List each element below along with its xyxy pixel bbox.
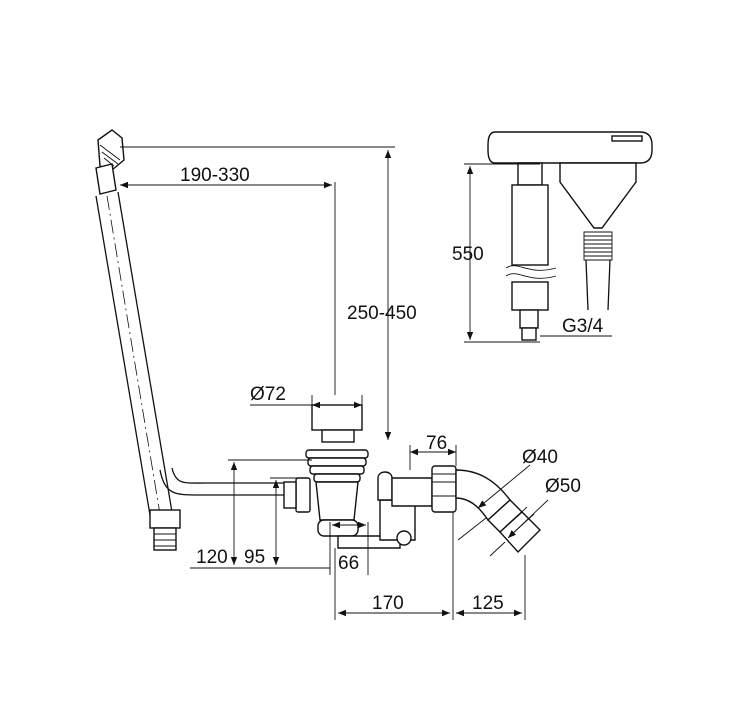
- dim-length-125: 125: [472, 593, 504, 614]
- dim-diameter-50: Ø50: [545, 476, 581, 497]
- dim-thread: G3/4: [562, 316, 604, 337]
- dim-length-170: 170: [372, 593, 404, 614]
- waste-siphon: [283, 404, 416, 549]
- inset-detail: [487, 131, 653, 341]
- dim-diameter-40: Ø40: [522, 447, 558, 468]
- dim-height-120: 120: [196, 547, 228, 568]
- inlet-pipe: [95, 191, 181, 551]
- overflow-handle: [95, 129, 125, 195]
- dim-adjust-horizontal: 190-330: [180, 165, 250, 186]
- dim-fill-height: 550: [452, 244, 484, 265]
- outlet-elbow: [391, 465, 541, 554]
- dim-trap-66: 66: [338, 553, 359, 574]
- dim-diameter-waste: Ø72: [250, 384, 286, 405]
- dim-height-95: 95: [244, 547, 265, 568]
- dim-overflow-offset: 76: [426, 433, 447, 454]
- dim-adjust-vertical: 250-450: [347, 303, 417, 324]
- connection-hose: [159, 467, 300, 496]
- dimension-lines: [120, 146, 612, 620]
